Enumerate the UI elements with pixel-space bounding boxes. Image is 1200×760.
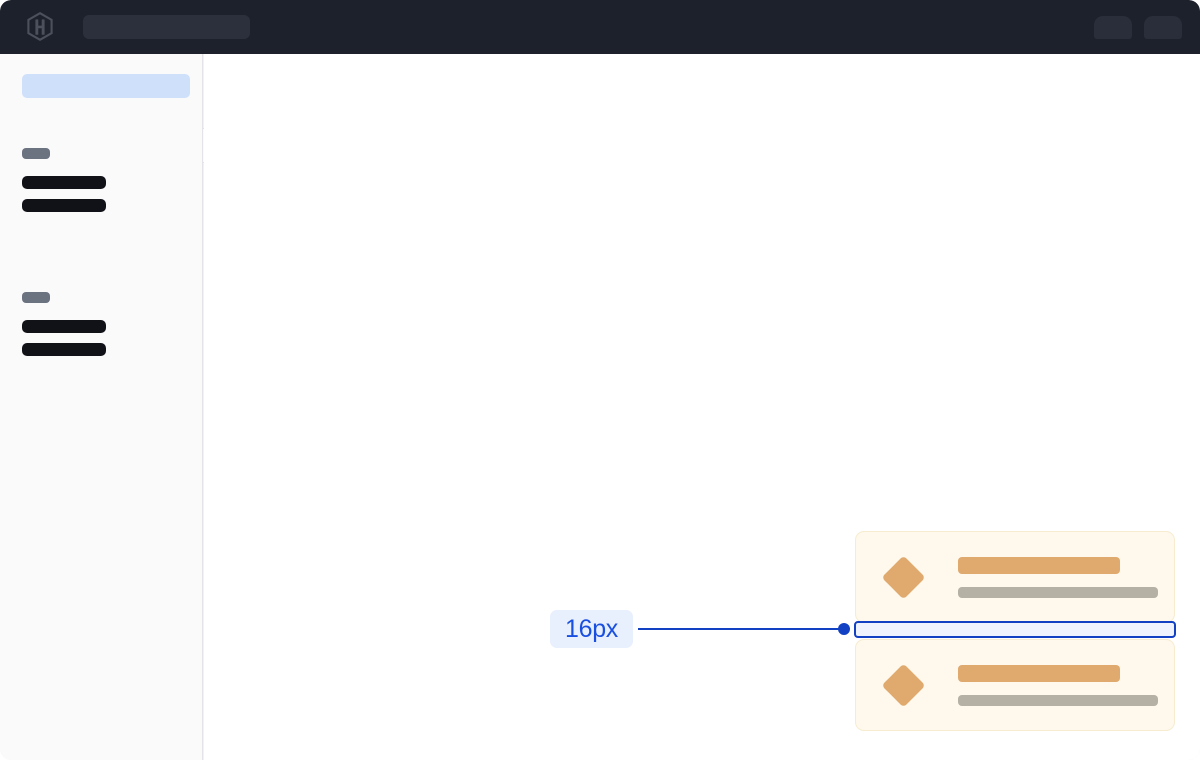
sidebar-item-1[interactable] bbox=[22, 176, 106, 189]
hexagon-logo-icon[interactable] bbox=[26, 12, 54, 42]
card-text-block bbox=[958, 664, 1158, 706]
diamond-icon bbox=[881, 555, 926, 599]
global-search-input[interactable] bbox=[83, 15, 250, 39]
sidebar-item-active[interactable] bbox=[22, 74, 190, 98]
card-title-placeholder bbox=[958, 664, 1120, 682]
main-canvas: 16px bbox=[204, 54, 1200, 760]
spacing-label-text: 16px bbox=[564, 614, 618, 643]
card-text-block bbox=[958, 556, 1158, 598]
topbar-chip-2[interactable] bbox=[1144, 15, 1182, 39]
sidebar-group-label bbox=[22, 292, 50, 303]
topbar-chip-1[interactable] bbox=[1094, 15, 1132, 39]
sidebar-group-label bbox=[22, 148, 50, 159]
card-subtitle-placeholder bbox=[958, 694, 1158, 706]
spacing-leader-line bbox=[638, 628, 847, 630]
diamond-icon bbox=[881, 663, 926, 707]
sidebar-group-1 bbox=[22, 148, 106, 212]
list-card[interactable] bbox=[855, 639, 1175, 731]
spacing-measure-box bbox=[854, 621, 1176, 638]
card-subtitle-placeholder bbox=[958, 586, 1158, 598]
sidebar-group-2 bbox=[22, 292, 106, 356]
topbar-right-actions bbox=[1094, 15, 1182, 39]
sidebar bbox=[0, 54, 203, 760]
card-title-placeholder bbox=[958, 556, 1120, 574]
spacing-label-badge: 16px bbox=[550, 610, 633, 648]
sidebar-item-2[interactable] bbox=[22, 199, 106, 212]
sidebar-item-4[interactable] bbox=[22, 343, 106, 356]
top-navigation-bar bbox=[0, 0, 1200, 54]
list-card[interactable] bbox=[855, 531, 1175, 623]
spacing-leader-dot bbox=[838, 623, 850, 635]
body-area: 16px bbox=[0, 54, 1200, 760]
sidebar-item-3[interactable] bbox=[22, 320, 106, 333]
